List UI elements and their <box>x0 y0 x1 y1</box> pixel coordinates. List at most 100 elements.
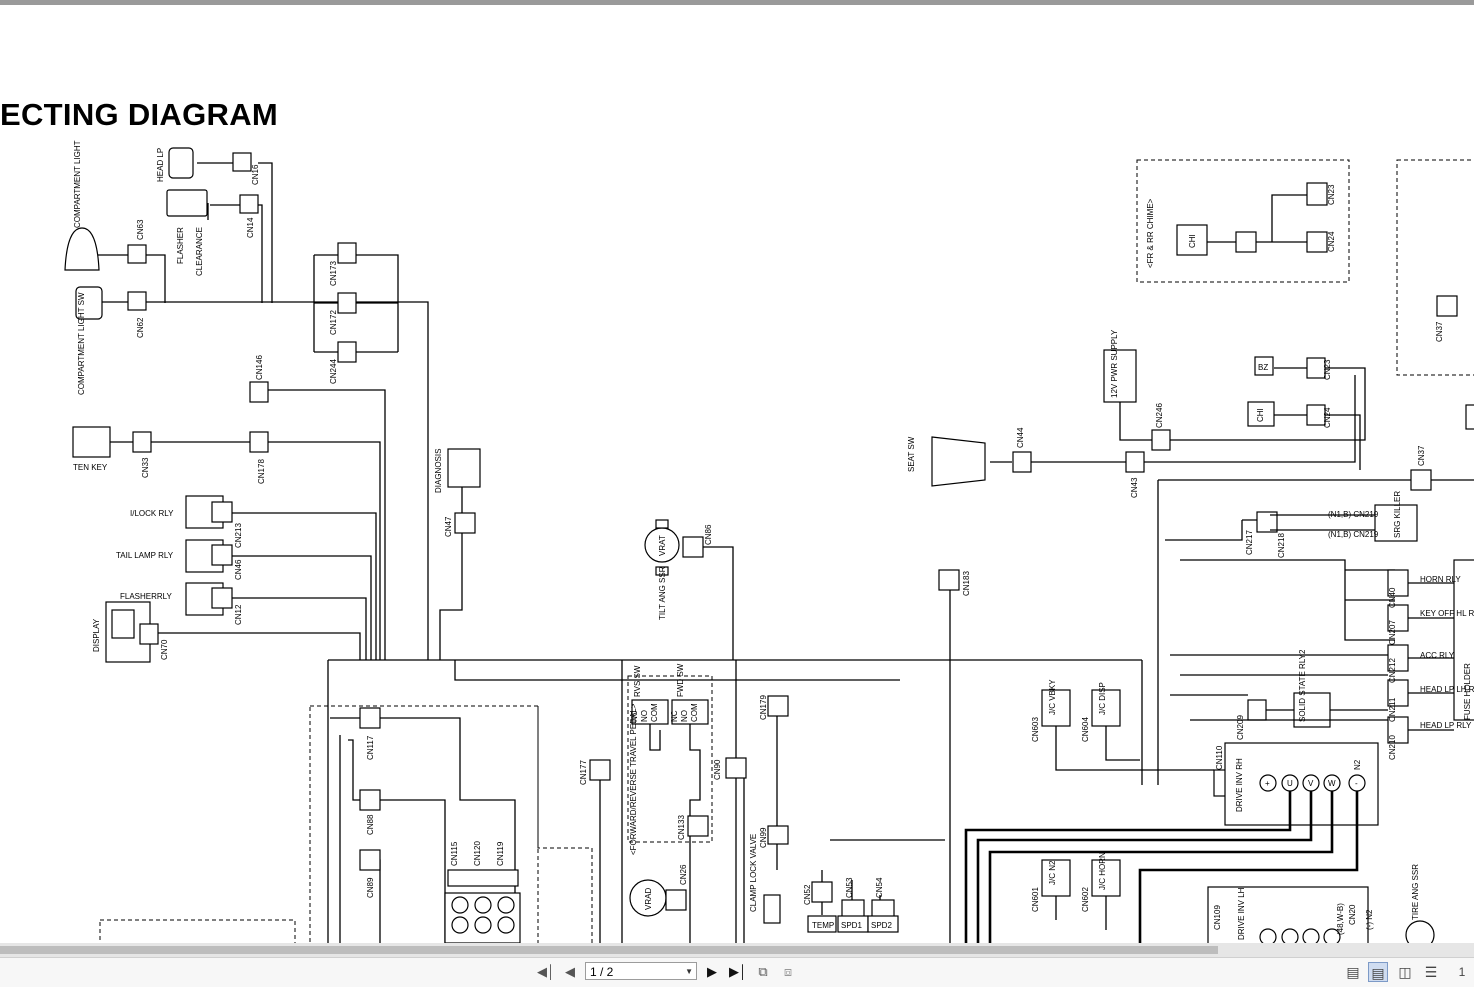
svg-text:SRG KILLER: SRG KILLER <box>1393 491 1402 538</box>
svg-text:CN213: CN213 <box>234 523 243 548</box>
svg-text:FUSE HOLDER: FUSE HOLDER <box>1463 663 1472 720</box>
svg-text:DRIVE INV LH: DRIVE INV LH <box>1237 887 1246 940</box>
previous-page-icon[interactable]: ◀ <box>565 964 575 979</box>
svg-text:CN120: CN120 <box>473 841 482 866</box>
svg-text:<FR & RR CHIME>: <FR & RR CHIME> <box>1146 198 1155 268</box>
svg-text:TIRE ANG SSR: TIRE ANG SSR <box>1411 864 1420 920</box>
svg-text:HEAD LP RLY: HEAD LP RLY <box>1420 721 1472 730</box>
svg-text:CN26: CN26 <box>679 864 688 885</box>
svg-text:VRAT: VRAT <box>658 535 667 556</box>
pdf-page-view[interactable]: ECTING DIAGRAM <box>0 5 1474 943</box>
svg-text:(N1,B) CN219: (N1,B) CN219 <box>1328 530 1379 539</box>
svg-text:CN172: CN172 <box>329 310 338 335</box>
svg-text:CN146: CN146 <box>255 355 264 380</box>
svg-text:CN601: CN601 <box>1031 887 1040 912</box>
svg-text:CN178: CN178 <box>257 459 266 484</box>
svg-text:CN117: CN117 <box>366 735 375 760</box>
svg-text:CN183: CN183 <box>962 571 971 596</box>
svg-text:CN109: CN109 <box>1213 905 1222 930</box>
svg-text:CN244: CN244 <box>329 359 338 384</box>
last-page-icon[interactable]: ▶│ <box>729 964 748 979</box>
svg-text:FLASHER: FLASHER <box>176 227 185 264</box>
svg-text:CN207: CN207 <box>1388 620 1397 645</box>
svg-text:+: + <box>1265 779 1270 788</box>
svg-text:CN16: CN16 <box>251 164 260 185</box>
svg-text:KEY OFF HL RLY: KEY OFF HL RLY <box>1420 609 1474 618</box>
svg-text:CLEARANCE: CLEARANCE <box>195 227 204 276</box>
rotate-page-icon[interactable]: ⧉ <box>758 964 768 979</box>
svg-text:CN12: CN12 <box>234 604 243 625</box>
svg-text:SEAT SW: SEAT SW <box>907 436 916 472</box>
svg-text:CN37: CN37 <box>1417 445 1426 466</box>
continuous-two-page-view-icon[interactable]: ☰ <box>1424 964 1438 980</box>
svg-text:CN52: CN52 <box>803 884 812 905</box>
svg-text:V: V <box>1308 779 1314 788</box>
svg-text:FLASHERRLY: FLASHERRLY <box>120 592 173 601</box>
svg-text:DIAGNOSIS: DIAGNOSIS <box>434 449 443 493</box>
svg-text:CN20: CN20 <box>1348 904 1357 925</box>
svg-text:CN70: CN70 <box>160 639 169 660</box>
zoom-level-text[interactable]: 1 <box>1458 965 1466 979</box>
svg-text:CN115: CN115 <box>450 841 459 866</box>
svg-text:CN212: CN212 <box>1388 658 1397 683</box>
svg-text:CN89: CN89 <box>366 877 375 898</box>
svg-text:SPD2: SPD2 <box>871 921 892 930</box>
svg-text:COMPARTMENT LIGHT: COMPARTMENT LIGHT <box>73 140 82 228</box>
svg-text:CN33: CN33 <box>141 457 150 478</box>
svg-text:TEN KEY: TEN KEY <box>73 463 108 472</box>
svg-text:CN14: CN14 <box>246 217 255 238</box>
svg-text:CN44: CN44 <box>1016 427 1025 448</box>
svg-text:I/LOCK RLY: I/LOCK RLY <box>130 509 174 518</box>
diagram-title: ECTING DIAGRAM <box>0 97 279 132</box>
svg-text:CHI: CHI <box>1188 234 1197 248</box>
svg-text:COM: COM <box>690 703 699 722</box>
svg-text:HEAD LP LH RLY: HEAD LP LH RLY <box>1420 685 1474 694</box>
svg-text:CN40: CN40 <box>1388 587 1397 608</box>
svg-text:CN54: CN54 <box>875 877 884 898</box>
first-page-icon[interactable]: ◀│ <box>537 964 556 979</box>
next-page-icon[interactable]: ▶ <box>707 964 717 979</box>
svg-text:J/C N2: J/C N2 <box>1048 860 1057 885</box>
page-indicator-text: 1 / 2 <box>590 965 614 979</box>
svg-text:CN209: CN209 <box>1236 715 1245 740</box>
single-page-view-icon[interactable]: ▤ <box>1346 964 1360 980</box>
svg-text:CN86: CN86 <box>704 524 713 545</box>
svg-text:CN110: CN110 <box>1215 745 1224 770</box>
page-dropdown-chevron-down-icon[interactable]: ▼ <box>685 967 693 976</box>
continuous-page-view-icon[interactable]: ▤ <box>1368 962 1388 982</box>
svg-text:TAIL LAMP RLY: TAIL LAMP RLY <box>116 551 174 560</box>
svg-text:J/C HORN: J/C HORN <box>1098 852 1107 890</box>
two-page-view-icon[interactable]: ◫ <box>1398 964 1412 980</box>
page-navigation-bar <box>0 957 1474 987</box>
svg-text:CN217: CN217 <box>1245 530 1254 555</box>
svg-text:CN173: CN173 <box>329 261 338 286</box>
svg-text:TILT ANG SSR: TILT ANG SSR <box>658 566 667 620</box>
svg-text:CN246: CN246 <box>1155 403 1164 428</box>
svg-text:HORN RLY: HORN RLY <box>1420 575 1461 584</box>
svg-text:(48,W-B): (48,W-B) <box>1336 903 1345 935</box>
svg-text:CN37: CN37 <box>1435 321 1444 342</box>
horizontal-scrollbar-thumb[interactable] <box>0 946 1218 954</box>
window-top-border <box>0 0 1474 5</box>
svg-text:J/C VBKY: J/C VBKY <box>1048 679 1057 715</box>
svg-text:NC: NC <box>670 710 679 722</box>
svg-text:CN603: CN603 <box>1031 717 1040 742</box>
svg-text:CN46: CN46 <box>234 559 243 580</box>
svg-text:NO: NO <box>680 710 689 722</box>
svg-text:CN24: CN24 <box>1327 231 1336 252</box>
svg-text:CN23: CN23 <box>1327 184 1336 205</box>
svg-text:HEAD LP: HEAD LP <box>156 148 165 182</box>
svg-text:ACC RLY: ACC RLY <box>1420 651 1455 660</box>
page-number-input[interactable]: 1 / 2 ▼ <box>585 962 697 980</box>
svg-text:CN88: CN88 <box>366 814 375 835</box>
svg-text:CN43: CN43 <box>1130 477 1139 498</box>
svg-text:N2: N2 <box>1353 759 1362 770</box>
svg-text:CN179: CN179 <box>759 695 768 720</box>
svg-text:CN53: CN53 <box>845 877 854 898</box>
svg-text:CN177: CN177 <box>579 760 588 785</box>
svg-text:CN133: CN133 <box>677 815 686 840</box>
copy-page-icon[interactable]: ⧈ <box>783 964 793 979</box>
svg-text:CN90: CN90 <box>713 759 722 780</box>
svg-text:CN211: CN211 <box>1388 697 1397 722</box>
svg-text:SPD1: SPD1 <box>841 921 862 930</box>
